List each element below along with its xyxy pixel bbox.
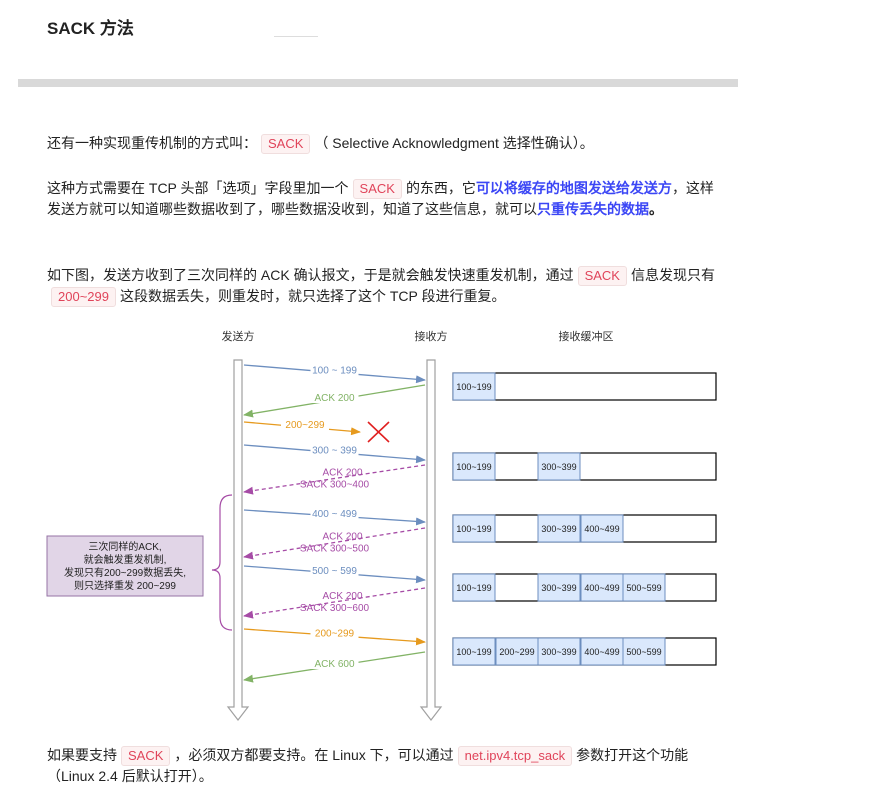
text: 这种方式需要在 TCP 头部「选项」字段里加一个 <box>47 180 349 196</box>
note-line: 就会触发重发机制, <box>84 553 167 566</box>
arrow-label-bg <box>310 564 359 576</box>
arrow-label-bg <box>310 626 359 639</box>
arrow-label: ACK 200 <box>314 393 354 404</box>
message-arrow <box>243 464 426 495</box>
buffer-cell-label: 300~399 <box>541 524 576 534</box>
note-line: 发现只有200~299数据丢失, <box>64 566 186 579</box>
arrow-label: 100 ~ 199 <box>312 366 357 377</box>
message-arrow <box>243 527 426 560</box>
page-title: SACK 方法 <box>47 19 134 38</box>
highlight-text: 只重传丢失的数据 <box>537 201 649 217</box>
buffer-cell-label: 100~199 <box>456 462 491 472</box>
arrow-label: ACK 600 <box>314 659 354 670</box>
inline-code: net.ipv4.tcp_sack <box>457 746 573 766</box>
arrow-label-bg <box>310 443 359 456</box>
arrow-label: ACK 200 <box>322 468 362 479</box>
text: ，必须双方都要支持。在 Linux 下，可以通过 <box>174 747 454 763</box>
message-arrow <box>243 587 426 619</box>
buffer-cell <box>537 514 581 543</box>
buffer-cell <box>622 573 666 602</box>
buffer-cell-label: 100~199 <box>456 524 491 534</box>
sender-lifeline <box>226 359 250 721</box>
arrow-label: SACK 300~600 <box>300 603 370 614</box>
receive-buffer <box>452 452 717 481</box>
buffer-cell-label: 500~599 <box>626 647 661 657</box>
inline-code: SACK <box>352 179 402 199</box>
arrow-label-bg <box>310 507 359 519</box>
buffer-cell-label: 300~399 <box>541 647 576 657</box>
inline-code: 200~299 <box>51 287 116 307</box>
paragraph-3: 如下图，发送方收到了三次同样的 ACK 确认报文，于是就会触发快速重发机制，通过… <box>47 265 727 307</box>
buffer-cell-label: 100~199 <box>456 647 491 657</box>
arrow-label-bg <box>310 391 359 403</box>
buffer-cell <box>452 452 496 481</box>
buffer-cell <box>452 514 496 543</box>
buffer-cell <box>537 637 581 666</box>
buffer-cell-label: 300~399 <box>541 462 576 472</box>
receiver-lifeline <box>419 359 443 721</box>
arrow-label: SACK 300~500 <box>300 544 370 555</box>
receiver-label: 接收方 <box>415 329 448 343</box>
text: （ Selective Acknowledgment 选择性确认）。 <box>314 135 594 151</box>
buffer-cell-label: 200~299 <box>499 647 534 657</box>
buffer-cell <box>452 637 496 666</box>
inline-code: SACK <box>261 134 311 154</box>
buffer-cell-label: 400~499 <box>584 647 619 657</box>
note-line: 三次同样的ACK, <box>88 540 161 553</box>
arrow-label-bg <box>281 418 329 430</box>
buffer-cell-label: 400~499 <box>584 583 619 593</box>
text: 参数打开这个功能（Linux 2.4 后默认打开）。 <box>47 747 689 784</box>
arrow-label: 200~299 <box>315 629 355 640</box>
arrow-label: SACK 300~400 <box>300 480 370 491</box>
text: 的东西，它 <box>405 180 476 196</box>
note-line: 则只选择重发 200~299 <box>74 579 176 592</box>
inline-code: SACK <box>577 266 627 286</box>
buffer-cell <box>452 573 496 602</box>
section-divider <box>18 79 738 87</box>
receive-buffer <box>452 372 717 401</box>
text: 如下图，发送方收到了三次同样的 ACK 确认报文，于是就会触发快速重发机制，通过 <box>47 267 574 283</box>
arrow-label: 200~299 <box>285 420 325 431</box>
text: 。 <box>649 201 663 217</box>
brace <box>211 494 233 631</box>
buffer-cell <box>452 372 496 401</box>
buffer-cell-label: 100~199 <box>456 382 491 392</box>
buffer-cell <box>580 637 624 666</box>
arrow-label: 500 ~ 599 <box>312 566 357 577</box>
buffer-cell <box>580 514 624 543</box>
text: 信息发现只有 <box>630 267 715 283</box>
arrow-label: ACK 200 <box>322 532 362 543</box>
note-box <box>46 535 204 597</box>
buffer-cell-label: 100~199 <box>456 583 491 593</box>
text: 如果要支持 <box>47 747 117 763</box>
arrow-label: 300 ~ 399 <box>312 446 357 457</box>
buffer-cell <box>537 573 581 602</box>
sender-label: 发送方 <box>222 329 255 343</box>
lost-cross-line <box>367 421 390 443</box>
buffer-label: 接收缓冲区 <box>559 329 614 343</box>
buffer-cell <box>622 637 666 666</box>
buffer-cell-label: 500~599 <box>626 583 661 593</box>
buffer-cell <box>495 637 539 666</box>
inline-code: SACK <box>121 746 171 766</box>
buffer-cell <box>537 452 581 481</box>
text: 还有一种实现重传机制的方式叫： <box>47 135 257 151</box>
arrow-label-bg <box>310 657 359 669</box>
paragraph-1: 还有一种实现重传机制的方式叫：SACK（ Selective Acknowled… <box>47 133 727 154</box>
arrow-label: 400 ~ 499 <box>312 509 357 520</box>
text: 这段数据丢失，则重发时，就只选择了这个 TCP 段进行重复。 <box>119 288 506 304</box>
text: ，这样发送方就可以知道哪些数据收到了，哪些数据没收到，知道了这些信息，就可以 <box>47 180 714 217</box>
arrow-label-bg <box>310 363 359 376</box>
title-underline <box>274 36 318 37</box>
buffer-cell-label: 400~499 <box>584 524 619 534</box>
arrow-label: ACK 200 <box>322 591 362 602</box>
buffer-cell-label: 300~399 <box>541 583 576 593</box>
highlight-text: 可以将缓存的地图发送给发送方 <box>475 180 672 196</box>
